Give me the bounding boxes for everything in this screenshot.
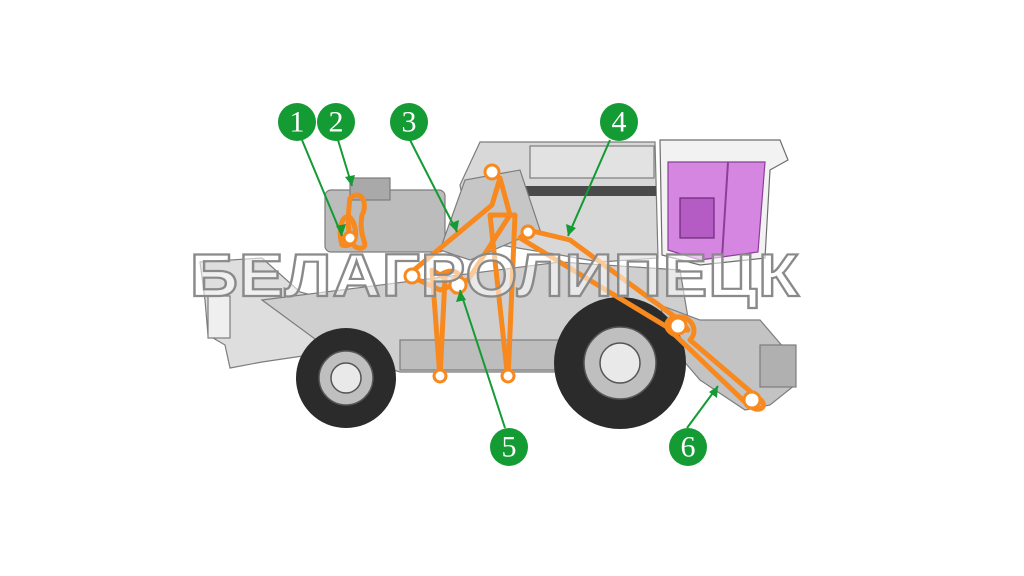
leader-5 — [459, 289, 506, 429]
callout-badges: 1 2 3 4 5 6 — [278, 103, 707, 466]
pulley-end — [742, 390, 762, 410]
cab-pillar — [721, 161, 729, 259]
pulley-mid — [448, 275, 468, 295]
grain-tank-stripe — [480, 186, 656, 196]
grain-tank-top — [529, 145, 655, 179]
pulleys — [342, 163, 762, 410]
callout-3: 3 — [390, 103, 428, 141]
pulley-rear — [668, 316, 688, 336]
callout-4-label: 4 — [612, 106, 627, 139]
header-box — [207, 295, 231, 339]
callout-5-label: 5 — [502, 431, 517, 464]
watermark: БЕЛАГРОЛИПЕЦК — [190, 242, 800, 309]
pulley-engine — [342, 230, 358, 246]
leader-4 — [567, 139, 611, 237]
pulley-lower-b — [500, 368, 516, 384]
callout-3-label: 3 — [402, 106, 417, 139]
rear-conveyor-end — [759, 344, 797, 388]
callout-6: 6 — [669, 428, 707, 466]
leader-1 — [301, 139, 343, 237]
lower-platform — [399, 339, 561, 371]
cab-seat — [679, 197, 715, 239]
callout-2: 2 — [317, 103, 355, 141]
header-frame — [199, 257, 331, 369]
arrow-3 — [449, 220, 459, 232]
callout-1: 1 — [278, 103, 316, 141]
callout-5: 5 — [490, 428, 528, 466]
rear-hub — [599, 342, 641, 384]
pulley-main — [403, 267, 421, 285]
front-wheel — [296, 328, 396, 428]
leader-3 — [409, 139, 458, 233]
arrow-6 — [709, 386, 718, 398]
callout-2-label: 2 — [329, 106, 344, 139]
callout-4: 4 — [600, 103, 638, 141]
pulley-lower-a — [432, 368, 448, 384]
arrow-5 — [456, 290, 466, 302]
callout-1-label: 1 — [290, 106, 305, 139]
callout-arrowheads — [336, 175, 718, 398]
belt-6 — [664, 314, 766, 412]
callout-6-label: 6 — [681, 431, 696, 464]
pulley-top — [483, 163, 501, 181]
belt-5b — [487, 212, 518, 383]
arrow-4 — [566, 224, 576, 236]
drive-belts — [337, 175, 766, 412]
arrow-1 — [336, 224, 346, 236]
arrow-2 — [345, 175, 355, 186]
rear-wheel — [554, 297, 686, 429]
pulley-diag — [520, 224, 536, 240]
belt-4 — [517, 227, 691, 333]
front-hub — [330, 362, 362, 394]
